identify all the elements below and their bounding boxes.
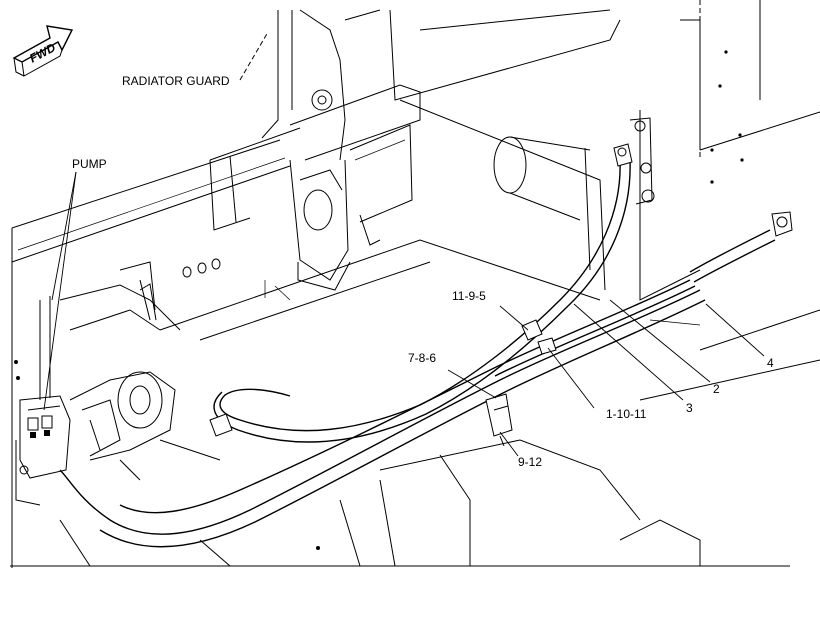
callout-3: 3 [686,401,693,415]
fwd-arrow-icon: FWD [12,25,74,77]
pump-assembly [15,261,221,506]
callout-4: 4 [767,356,774,370]
labels: RADIATOR GUARD PUMP 11-9-5 7-8-6 1-10-11… [72,74,774,469]
leader-lines [43,31,765,457]
callout-9-12: 9-12 [518,455,542,469]
callout-7-8-6: 7-8-6 [408,351,436,365]
callout-2: 2 [713,382,720,396]
hydraulic-hoses [59,117,793,548]
label-radiator-guard: RADIATOR GUARD [122,74,230,88]
label-pump: PUMP [72,157,107,171]
machine-frame [10,0,820,568]
callout-11-9-5: 11-9-5 [452,289,486,303]
callout-1-10-11: 1-10-11 [606,407,647,421]
